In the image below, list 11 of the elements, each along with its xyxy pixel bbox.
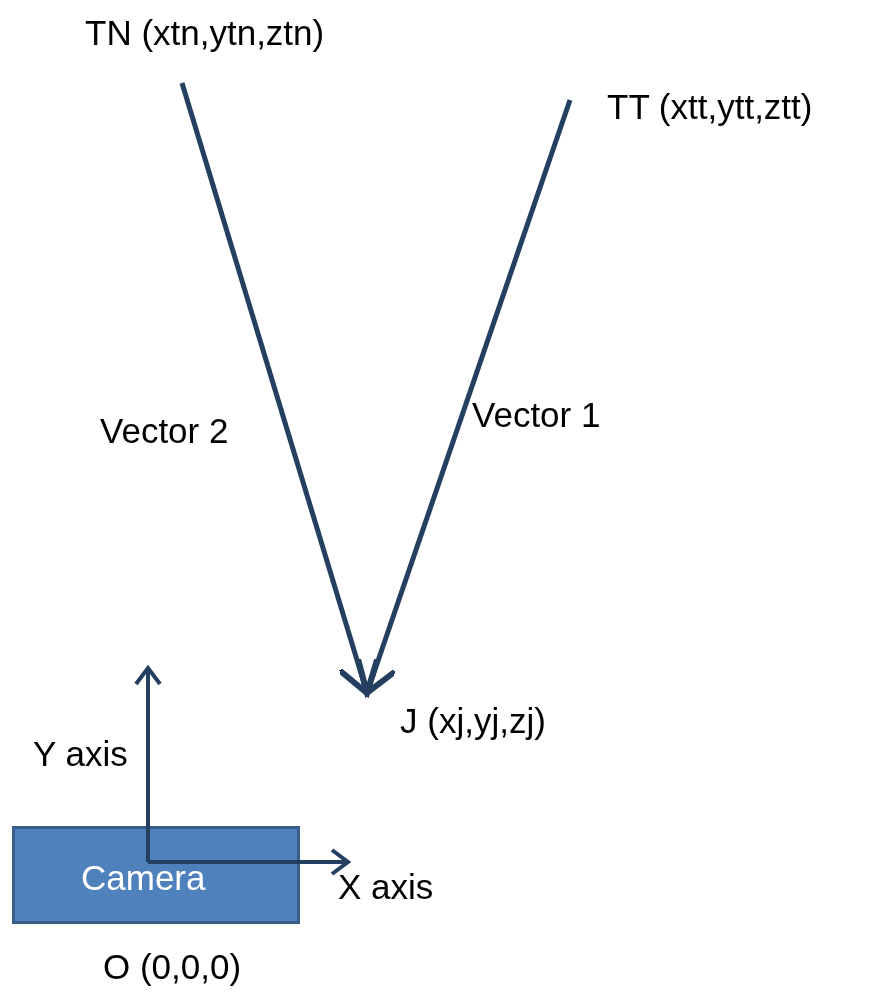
point-label: TN (xtn,ytn,ztn) xyxy=(85,14,325,53)
arrow xyxy=(354,99,573,696)
axis-label: X axis xyxy=(338,868,434,907)
point-label: TT (xtt,ytt,ztt) xyxy=(607,88,813,127)
box-label: Camera xyxy=(81,859,206,898)
point-label: J (xj,yj,zj) xyxy=(400,702,546,741)
origin-label: O (0,0,0) xyxy=(103,948,242,987)
edge-label: Vector 1 xyxy=(472,396,601,435)
edge-label: Vector 2 xyxy=(100,412,229,451)
camera-box xyxy=(12,826,300,924)
axis-label: Y axis xyxy=(33,735,128,774)
